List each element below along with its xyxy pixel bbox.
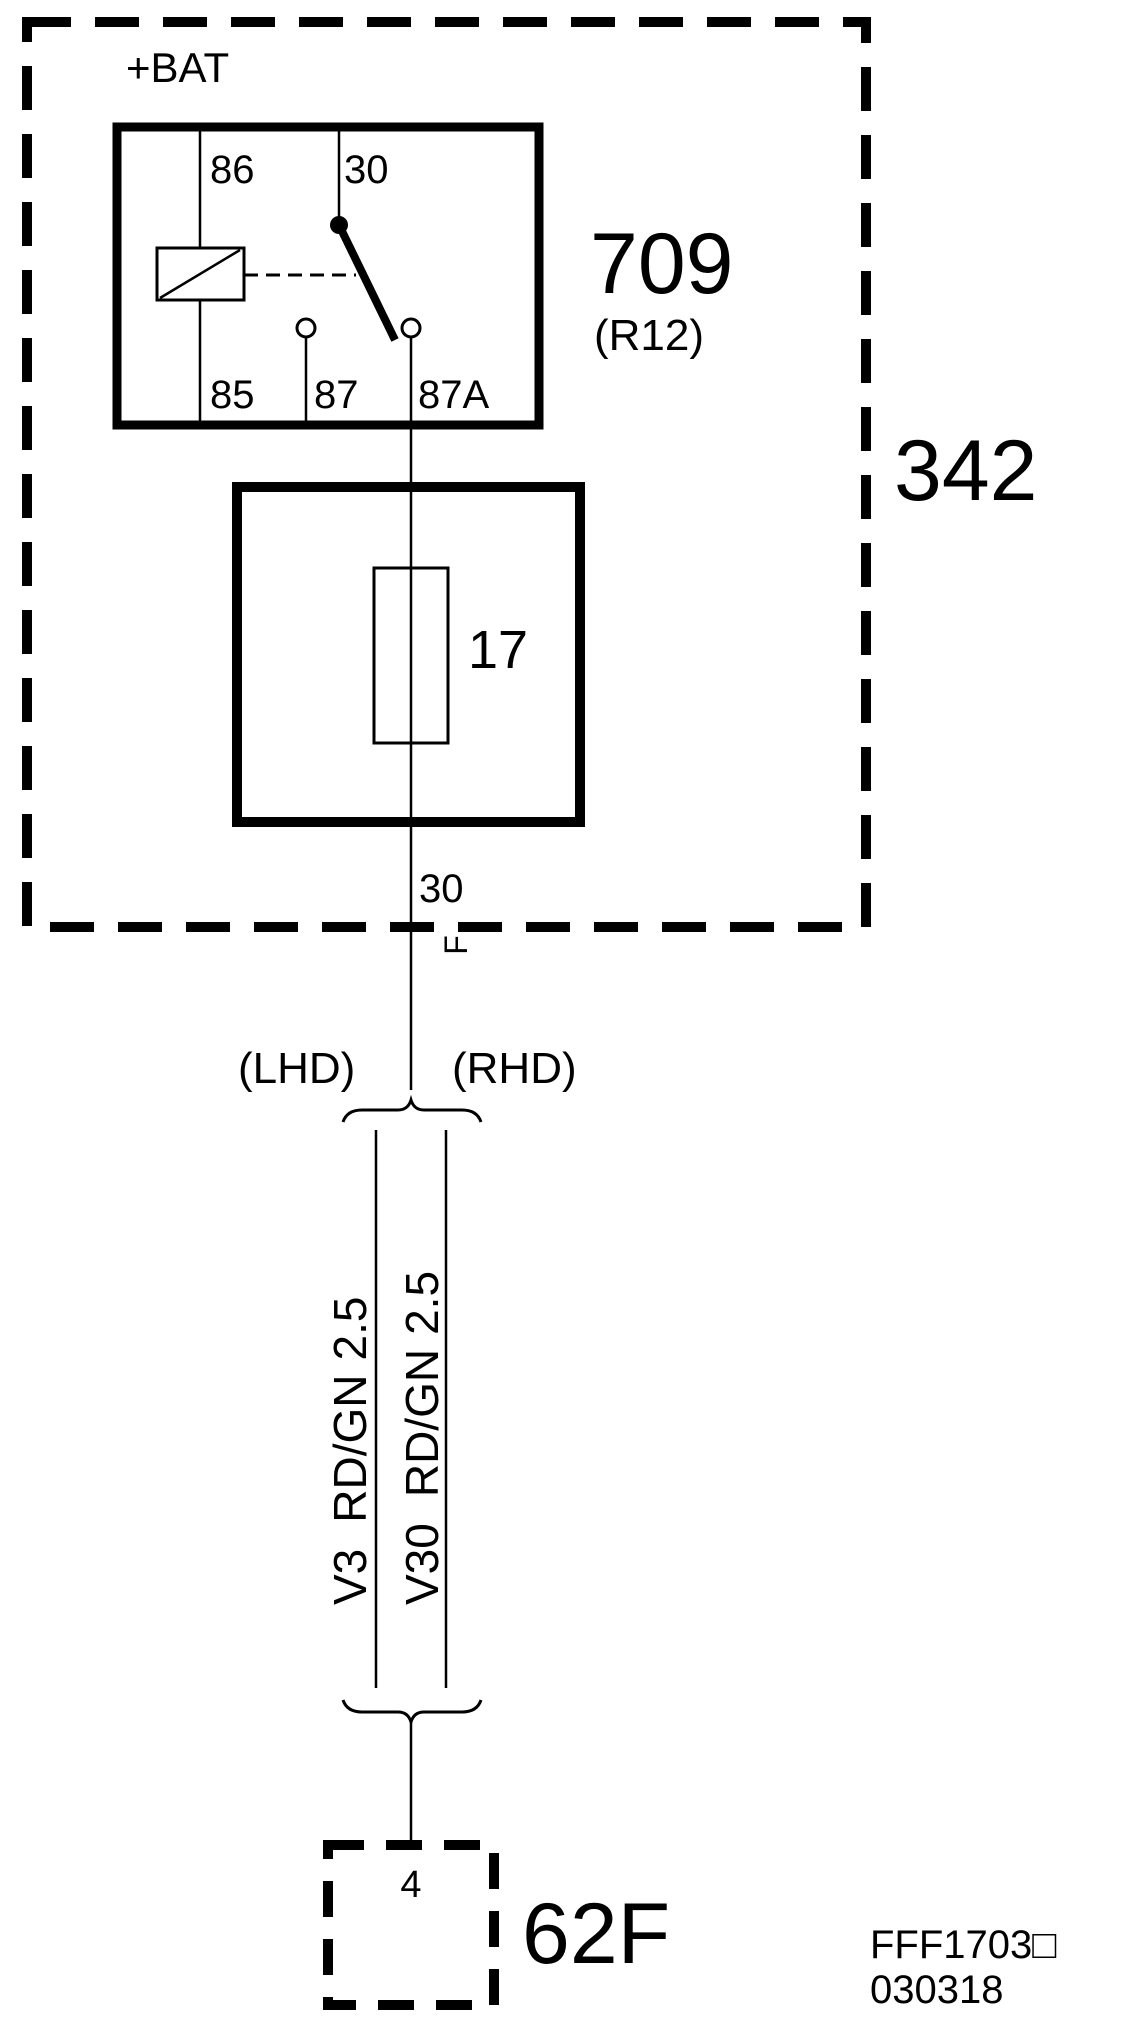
wire-v30-color: RD/GN [396, 1349, 448, 1497]
drawing-code: FFF1703□ [870, 1923, 1056, 1967]
wire-v30-circuit: V30 [396, 1523, 448, 1605]
relay-709: 86 30 85 87 87A [112, 122, 544, 430]
fuse-holder [232, 482, 585, 827]
module-342-boundary [22, 17, 871, 932]
wire-v3-circuit: V3 [324, 1549, 376, 1605]
rhd-label: (RHD) [452, 1044, 577, 1093]
wire-v3-label: V3 RD/GN 2.5 [324, 1297, 376, 1605]
relay-pin-30-label: 30 [344, 148, 389, 192]
relay-ref-label: (R12) [594, 311, 704, 360]
relay-switch-blade [335, 223, 399, 342]
relay-housing [112, 122, 544, 430]
fuse-17-label: 17 [468, 620, 528, 680]
bottom-brace [341, 1699, 483, 1728]
relay-709-label: 709 [590, 216, 734, 312]
relay-pin-87-label: 87 [314, 373, 359, 417]
wire-v3-size: 2.5 [324, 1297, 376, 1361]
module-342-label: 342 [894, 423, 1038, 519]
drawing-date: 030318 [870, 1968, 1003, 2012]
fuse-output-pin-label: 30 [419, 867, 464, 911]
relay-contact-87 [295, 317, 317, 339]
connector-f-label: F [438, 935, 474, 955]
wire-v30-label: V30 RD/GN 2.5 [396, 1271, 448, 1605]
relay-pin-85-label: 85 [210, 373, 255, 417]
relay-coil-slash [159, 248, 241, 300]
connector-62f-boundary [323, 1840, 499, 2010]
relay-pin-86-label: 86 [210, 148, 255, 192]
svg-text:V3RD/GN2.5: V3 RD/GN 2.5 [324, 1297, 376, 1605]
bat-supply-label: +BAT [126, 44, 229, 91]
relay-contact-87a [400, 317, 422, 339]
wire-v3-color: RD/GN [324, 1375, 376, 1523]
connector-62f-label: 62F [522, 1886, 670, 1982]
top-brace [341, 1094, 483, 1123]
svg-text:V30RD/GN2.5: V30 RD/GN 2.5 [396, 1271, 448, 1605]
connector-pin-label: 4 [400, 1864, 421, 1906]
relay-pin-87a-label: 87A [418, 373, 489, 417]
lhd-label: (LHD) [238, 1044, 355, 1093]
wire-v30-size: 2.5 [396, 1271, 448, 1335]
